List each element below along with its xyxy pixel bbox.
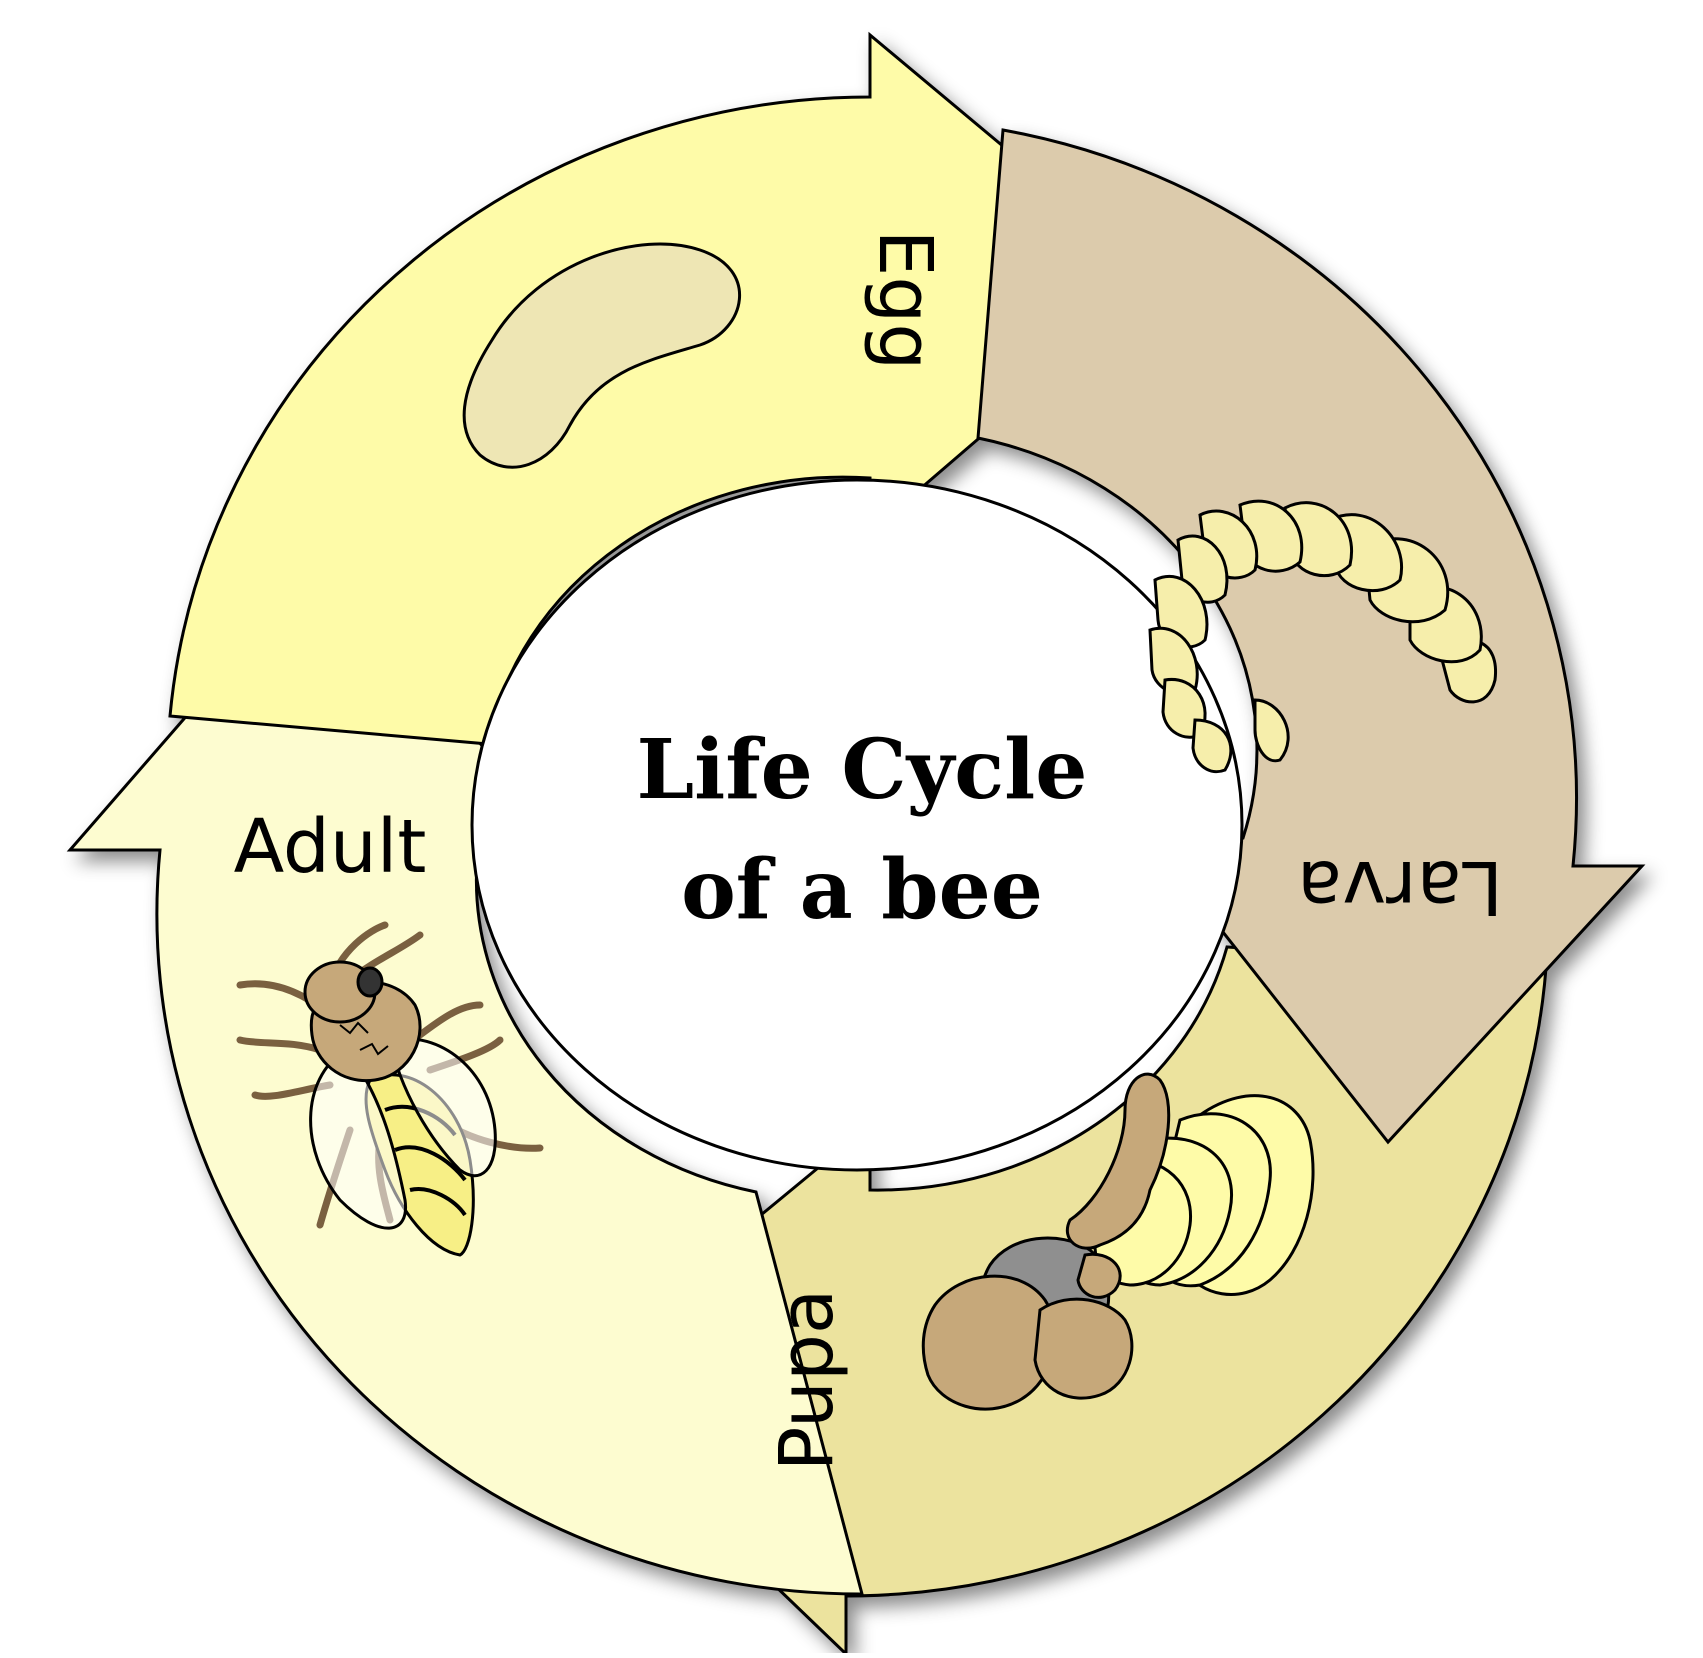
egg-icon (462, 242, 741, 469)
larva-icon (1148, 499, 1498, 773)
stage-label-pupa: Pupa (764, 1289, 850, 1472)
diagram-title-line1: Life Cycle (637, 722, 1088, 818)
diagram-title-line2: of a bee (681, 842, 1043, 938)
stage-label-larva: Larva (1297, 844, 1503, 930)
egg-segment (168, 31, 1166, 746)
center-circle (470, 478, 1244, 1172)
stage-label-egg: Egg (862, 230, 948, 371)
bee-icon (236, 921, 544, 1257)
larva-segment (976, 128, 1646, 1145)
stage-label-adult: Adult (234, 804, 427, 890)
pupa-icon (921, 1072, 1315, 1411)
